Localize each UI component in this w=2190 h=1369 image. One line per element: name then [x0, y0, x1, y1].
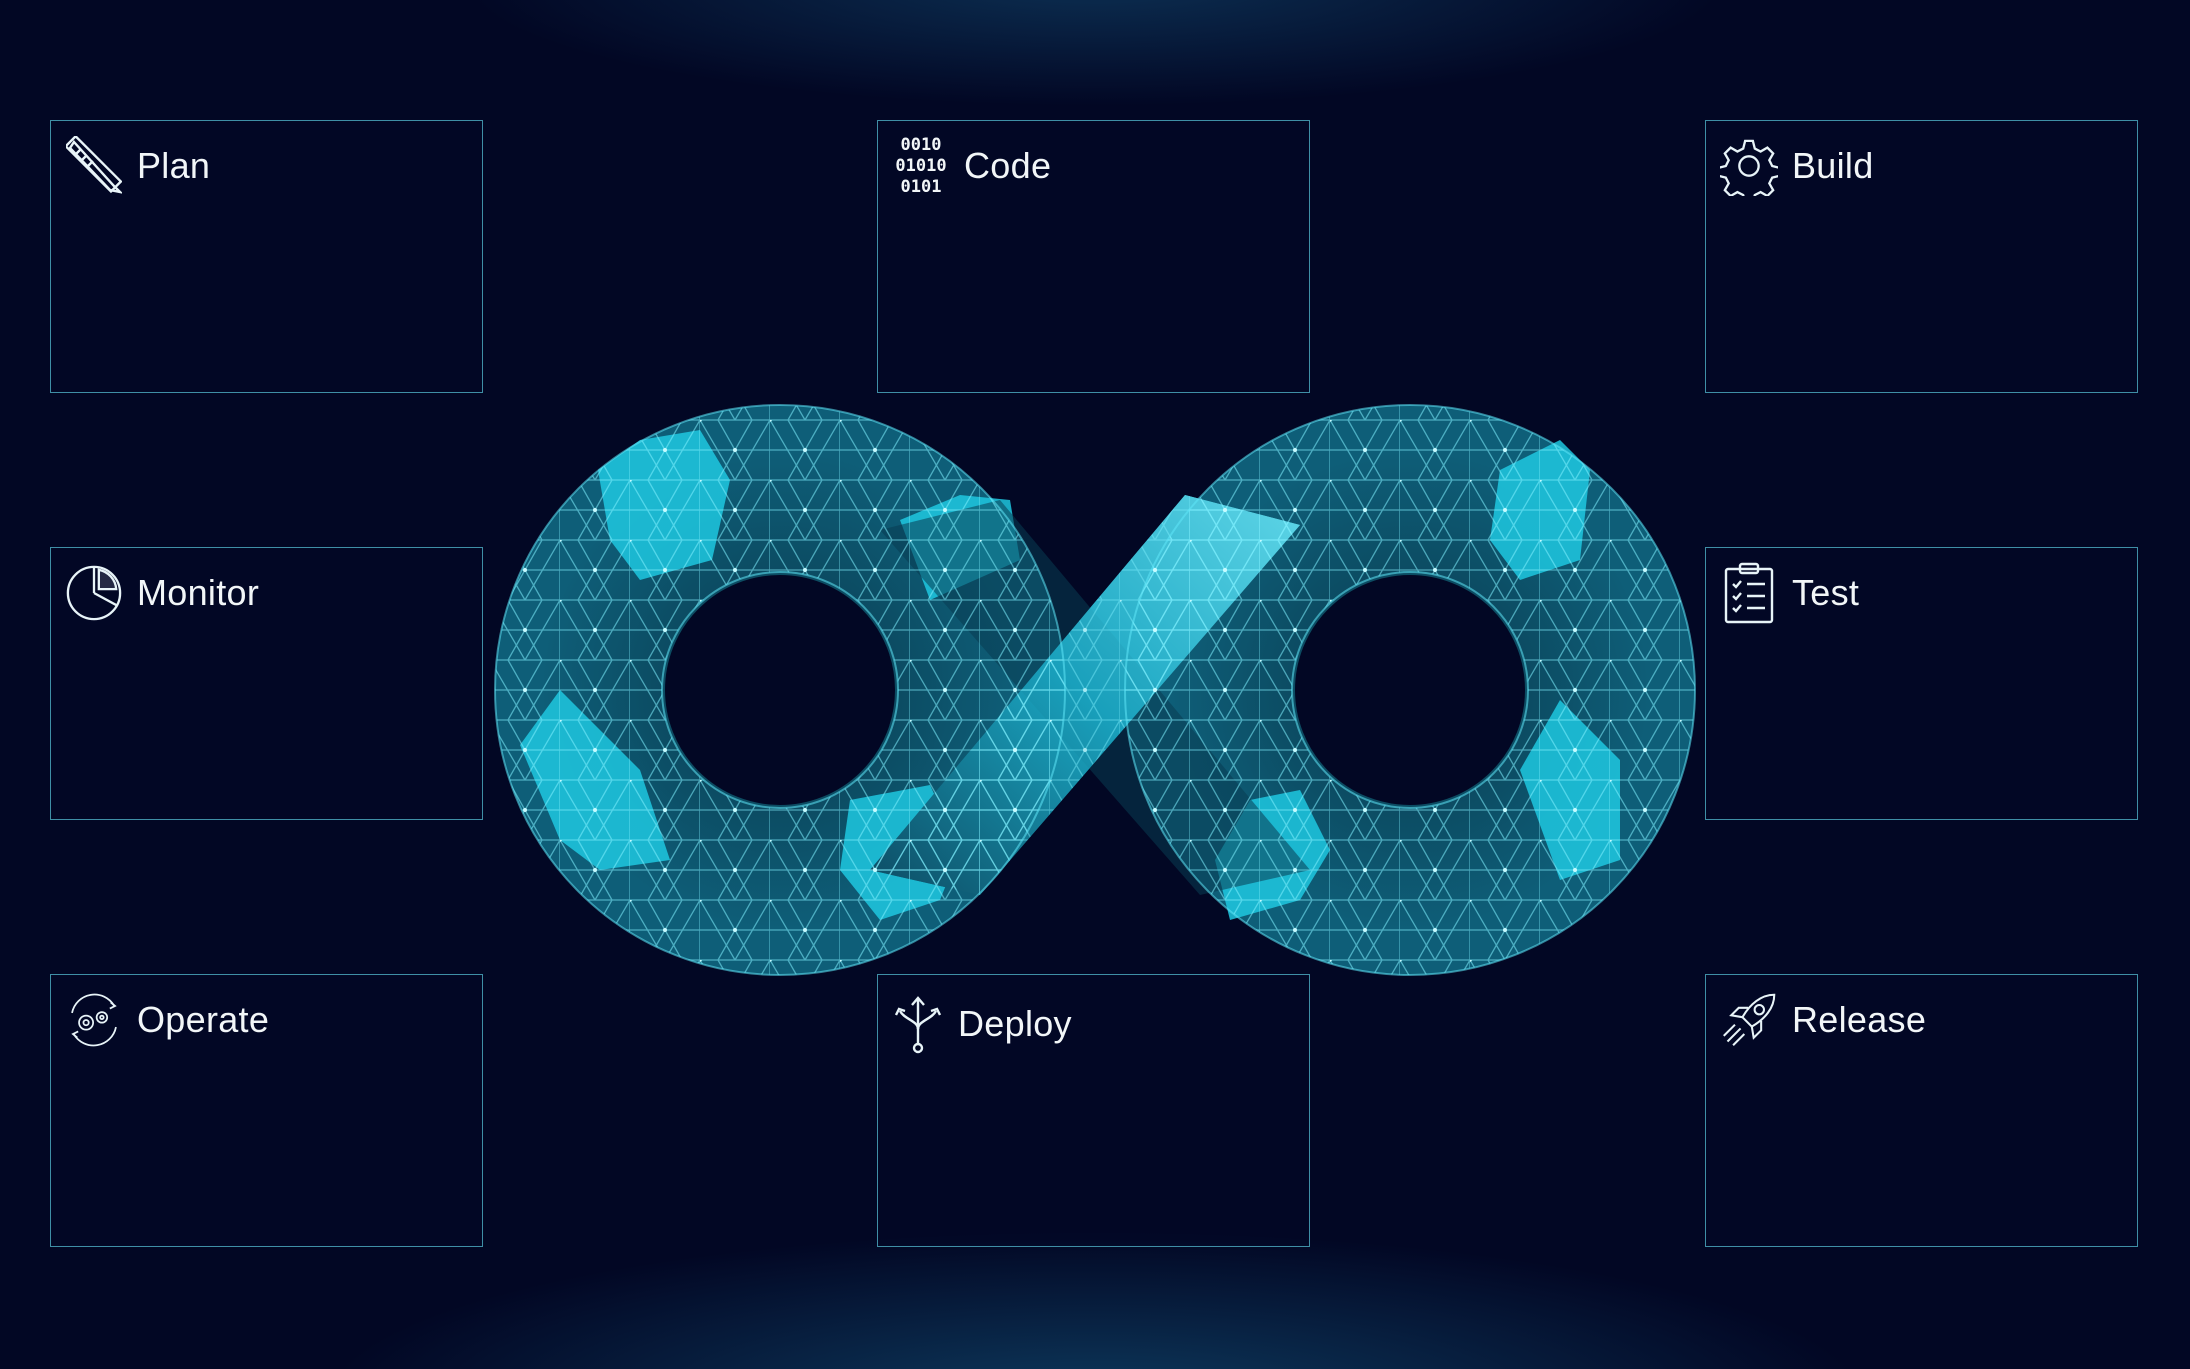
stage-panel-build: Build: [1705, 120, 2138, 393]
stage-panel-monitor: Monitor: [50, 547, 483, 820]
pie-chart-icon: [65, 562, 123, 624]
gear-icon: [1720, 135, 1778, 197]
stage-label-plan: Plan: [137, 145, 211, 186]
loop-outline-glow: [494, 404, 1696, 976]
stage-panel-operate: Operate: [50, 974, 483, 1247]
stage-panel-test: Test: [1705, 547, 2138, 820]
stage-panel-code: 0010 01010 0101 Code: [877, 120, 1310, 393]
stage-label-operate: Operate: [137, 999, 270, 1040]
stage-label-deploy: Deploy: [958, 1003, 1072, 1044]
stage-label-monitor: Monitor: [137, 572, 260, 613]
rocket-icon: [1720, 989, 1778, 1051]
binary-line-2: 01010: [895, 155, 947, 176]
stage-panel-release: Release: [1705, 974, 2138, 1247]
stage-label-test: Test: [1792, 572, 1860, 613]
gears-cycle-icon: [65, 989, 123, 1051]
stage-panel-deploy: Deploy: [877, 974, 1310, 1247]
binary-line-1: 0010: [900, 134, 942, 155]
ruler-pencil-icon: [65, 135, 123, 197]
branching-arrows-icon: [892, 993, 944, 1055]
binary-line-3: 0101: [900, 176, 942, 197]
stage-label-build: Build: [1792, 145, 1874, 186]
clipboard-checklist-icon: [1720, 562, 1778, 624]
band-mesh-overlay: [870, 495, 1300, 895]
stage-panel-plan: Plan: [50, 120, 483, 393]
stage-label-release: Release: [1792, 999, 1927, 1040]
stage-label-code: Code: [964, 145, 1052, 186]
binary-code-icon: 0010 01010 0101: [892, 135, 950, 197]
